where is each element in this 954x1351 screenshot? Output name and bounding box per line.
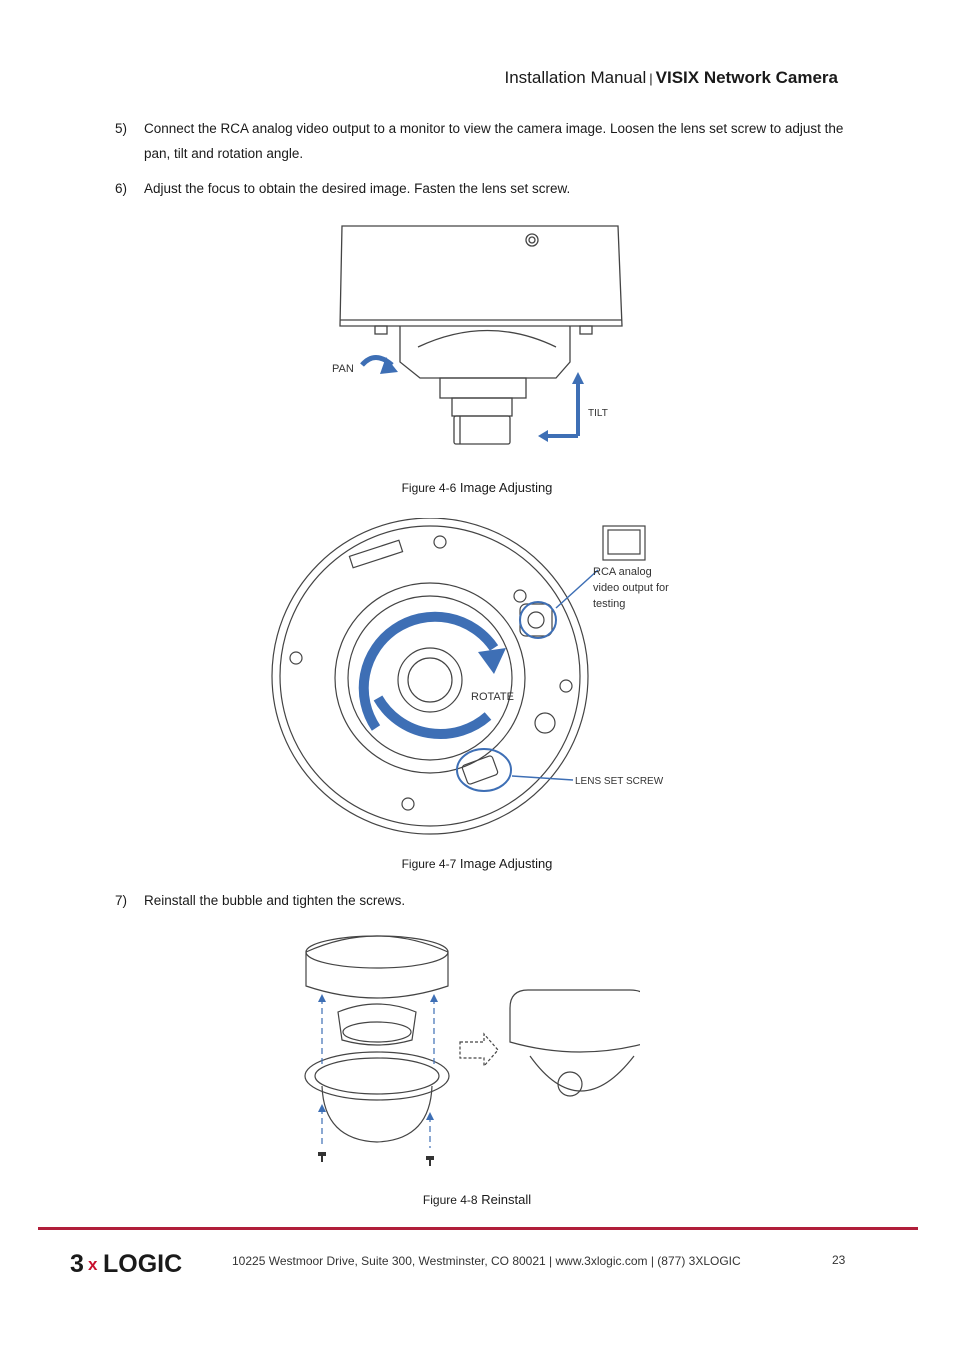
figure-reinstall-bubble [304,935,640,1166]
rotate-label: ROTATE [471,691,514,703]
step-number: 6) [115,181,128,196]
tilt-label: TILT [588,408,608,419]
pan-label: PAN [332,363,354,375]
header-separator: | [649,71,653,86]
header-title-light: Installation Manual [504,68,647,87]
figure-title: Image Adjusting [459,480,553,495]
camera-mount [399,326,571,379]
footer-rule [38,1227,918,1230]
figure-title: Image Adjusting [459,856,553,871]
rca-label-line1: RCA analog [593,566,652,578]
company-logo: 3 x LOGIC [70,1248,210,1285]
page-header: Installation Manual|VISIX Network Camera [504,68,838,88]
page-number: 23 [832,1253,846,1267]
rotate-arrow [358,611,499,731]
step-6: 6) Adjust the focus to obtain the desire… [115,176,845,201]
figure-camera-top-view: RCA analog video output for testing ROTA… [271,518,669,835]
bubble-ring [304,1051,450,1101]
header-title-bold: VISIX Network Camera [655,68,838,87]
bubble-dome [321,1085,433,1143]
figure-caption: Figure 4-7 Image Adjusting [0,856,954,871]
figure-camera-side-view: PAN TILT [332,225,623,445]
lens-body [397,647,463,713]
step-7: 7) Reinstall the bubble and tighten the … [115,888,845,913]
step-5: 5) Connect the RCA analog video output t… [115,116,845,166]
camera-base [305,935,449,999]
rca-label-line2: video output for [593,582,669,594]
figure-caption: Figure 4-8 Reinstall [0,1192,954,1207]
figure-title: Reinstall [481,1192,532,1207]
step-text: Connect the RCA analog video output to a… [144,121,844,161]
step-number: 5) [115,121,128,136]
svg-text:3: 3 [70,1250,84,1278]
3xlogic-logo-icon: 3 x LOGIC [70,1250,182,1278]
footer-address: 10225 Westmoor Drive, Suite 300, Westmin… [232,1254,741,1268]
rca-label-line3: testing [593,598,625,610]
camera-housing [339,225,623,327]
figure-label: Figure 4-6 [401,481,457,495]
figure-label: Figure 4-8 [422,1193,478,1207]
svg-text:LOGIC: LOGIC [103,1250,182,1278]
dome-base [271,518,589,835]
rca-highlight [519,601,557,639]
lens [451,397,513,417]
step-text: Reinstall the bubble and tighten the scr… [144,893,406,908]
svg-text:x: x [88,1255,98,1274]
step-text: Adjust the focus to obtain the desired i… [144,181,571,196]
figure-label: Figure 4-7 [401,857,457,871]
step-number: 7) [115,893,128,908]
lens-screw-highlight [456,748,512,792]
lens-screw-label: LENS SET SCREW [575,776,664,787]
next-step-arrow [459,1032,499,1068]
figure-caption: Figure 4-6 Image Adjusting [0,480,954,495]
assembled-camera [509,989,640,1053]
